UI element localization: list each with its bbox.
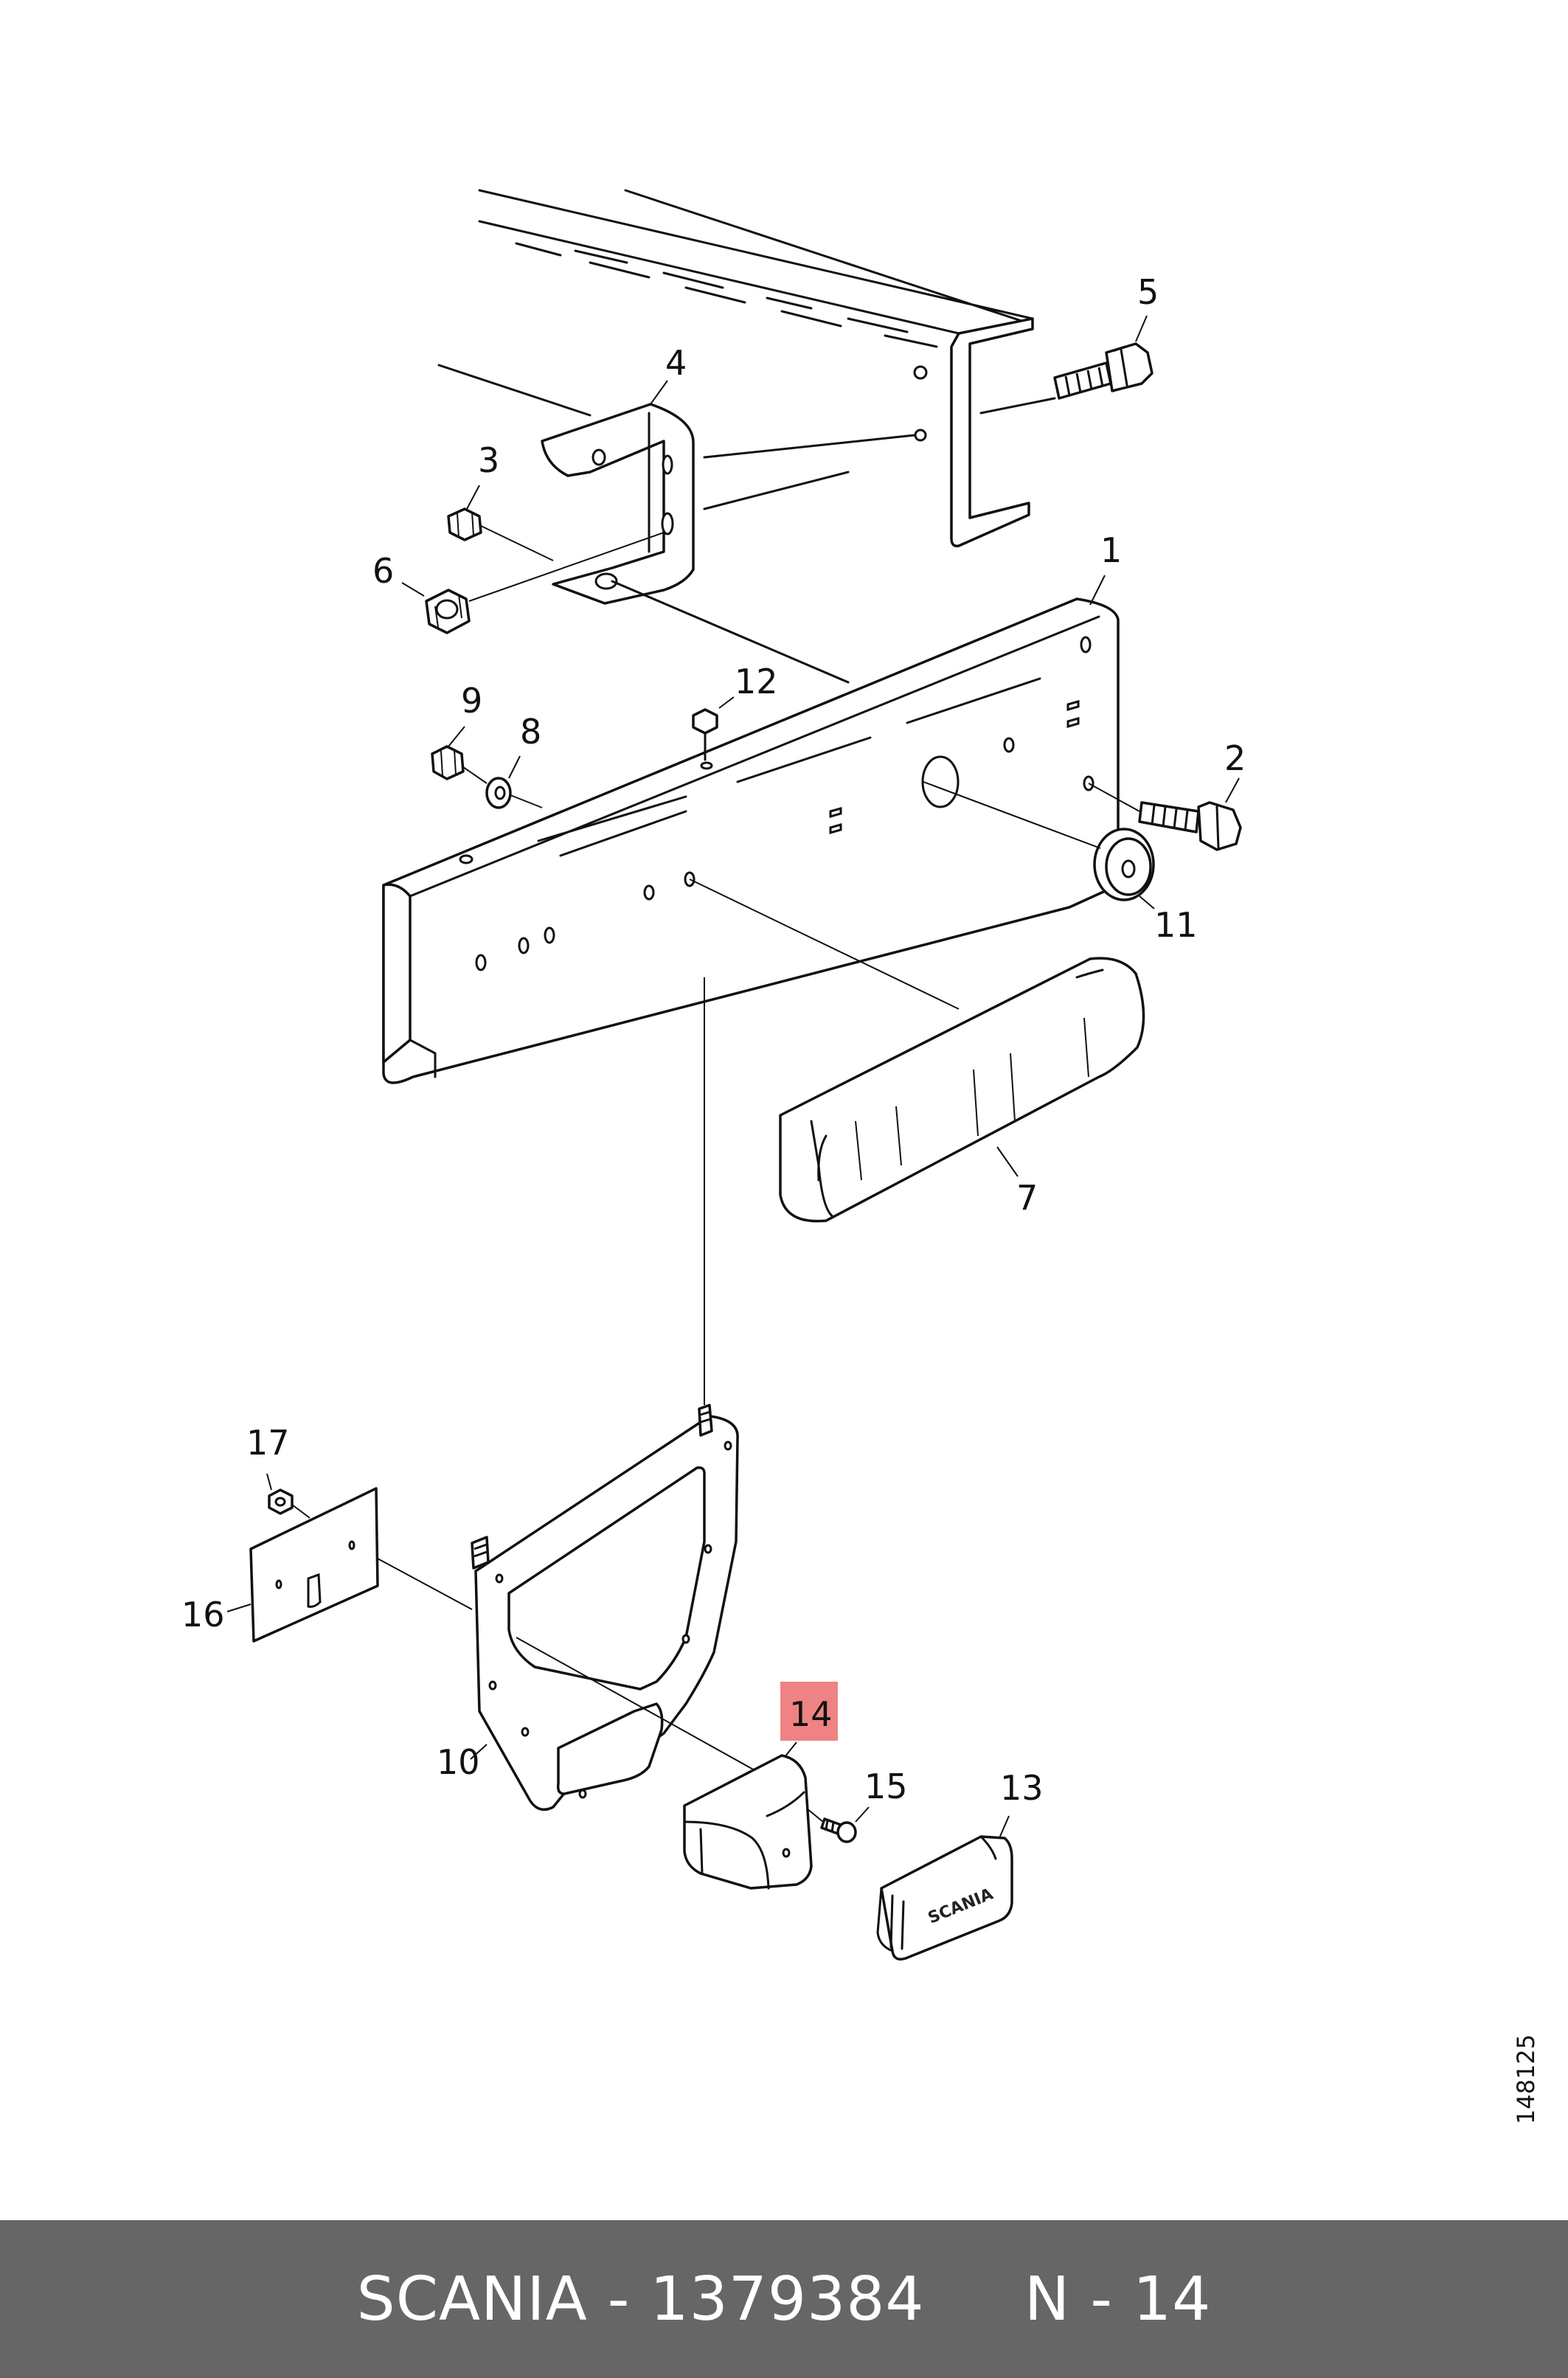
callout-10: 10 [437,1742,480,1782]
callout-7: 7 [1016,1178,1038,1218]
bolt-5 [1053,342,1154,400]
footer-bar: SCANIA - 1379384 N - 14 [0,2220,1568,2378]
callout-12: 12 [735,662,778,701]
nut-9 [431,745,465,780]
callout-11: 11 [1154,905,1198,945]
bracket-4 [541,403,695,605]
screw-15 [820,1817,857,1843]
callout-9: 9 [461,681,482,721]
frame-rail [478,189,1056,548]
cross-member-1 [382,597,1120,1084]
footer-text: SCANIA - 1379384 N - 14 [356,2264,1212,2334]
lamp-7 [779,957,1145,1223]
callout-6: 6 [372,551,394,591]
drawing-code: 148125 [1512,2034,1540,2124]
callout-1: 1 [1100,530,1122,570]
bolt-2 [1138,801,1242,851]
callout-2: 2 [1224,738,1246,778]
washer-8 [485,777,512,809]
callout-16: 16 [181,1595,225,1635]
grommet-11 [1093,828,1155,901]
callout-8: 8 [520,712,541,752]
callout-15: 15 [864,1767,908,1806]
callout-14: 14 [789,1694,833,1734]
callout-17: 17 [246,1423,290,1463]
callout-3: 3 [478,440,499,480]
exploded-parts-diagram: 5 4 3 6 [181,189,1246,1961]
callout-14-highlight [780,1682,838,1741]
nut-12 [692,708,718,770]
badge-plate-13: SCANIA [876,1835,1013,1961]
nut-17 [268,1488,294,1515]
nut-3 [447,507,482,541]
lamp-housing-14 [683,1754,813,1890]
callout-5: 5 [1137,272,1159,312]
callout-4: 4 [665,343,687,383]
plate-16 [249,1487,379,1643]
nut-6 [425,589,471,634]
mounting-bracket-10 [471,1404,739,1812]
callout-13: 13 [1000,1768,1044,1808]
